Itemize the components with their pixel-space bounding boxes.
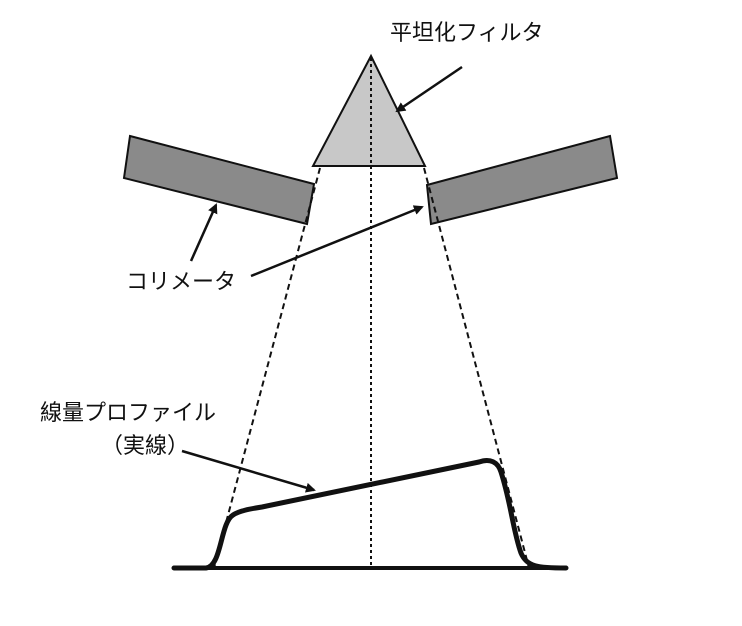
profile-label-line2: （実線） bbox=[101, 434, 190, 459]
collimator-label: コリメータ bbox=[126, 270, 237, 295]
collimator-left bbox=[122, 134, 316, 226]
collimator-callout-arrow-left bbox=[189, 203, 218, 262]
beam-edge-left bbox=[213, 167, 321, 569]
profile-label-line1: 線量プロファイル bbox=[40, 401, 217, 426]
profile-callout-arrow bbox=[181, 449, 316, 493]
collimator-right bbox=[425, 134, 619, 226]
filter-callout-arrow bbox=[395, 65, 463, 113]
beam-edge-right bbox=[423, 167, 530, 569]
dose-profile-curve bbox=[171, 457, 569, 571]
collimator-callout-arrow-right bbox=[250, 205, 424, 278]
flattening-filter bbox=[311, 53, 427, 167]
filter-label: 平坦化フィルタ bbox=[390, 21, 544, 46]
